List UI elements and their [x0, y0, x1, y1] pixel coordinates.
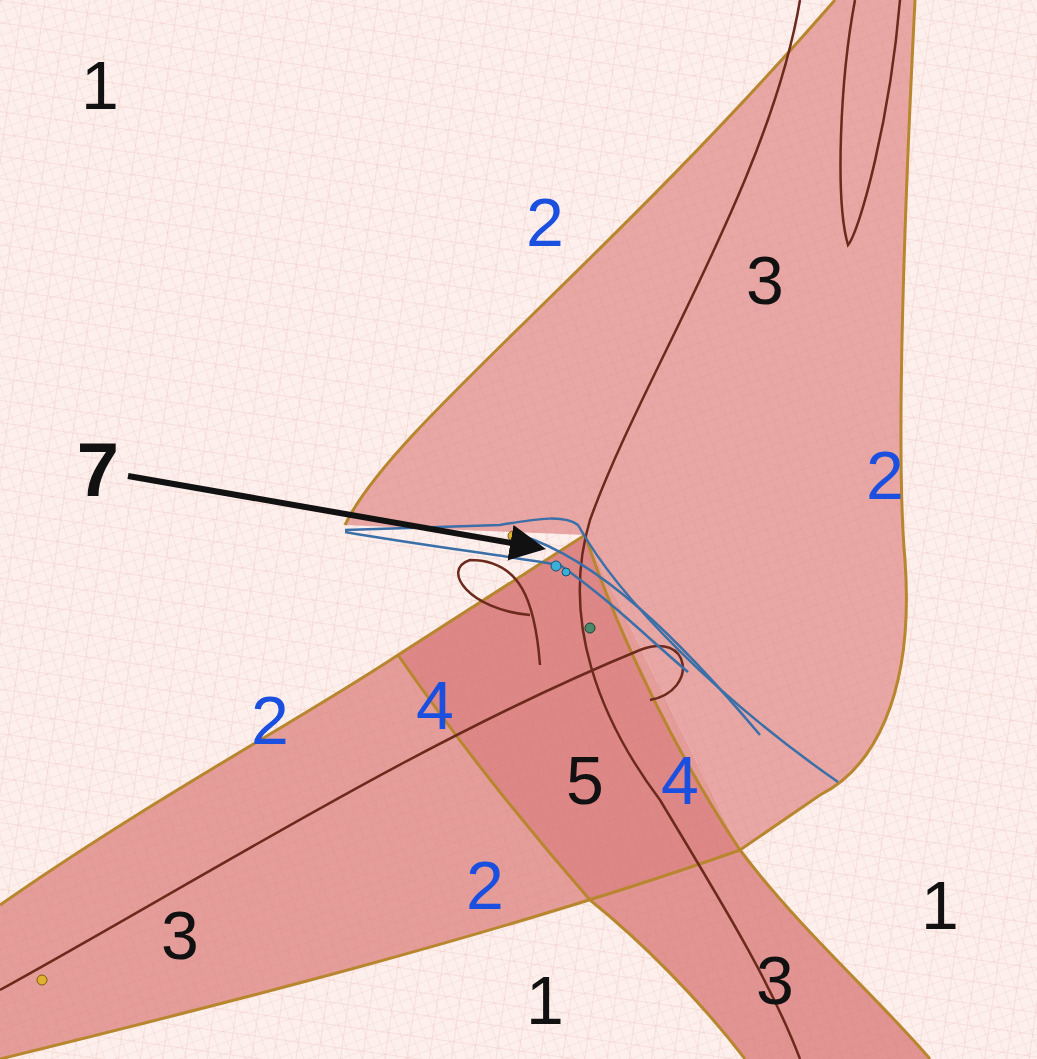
- region-number: 1: [921, 871, 959, 939]
- region-number: 3: [746, 246, 784, 314]
- region-number: 3: [161, 901, 199, 969]
- region-number: 2: [866, 441, 904, 509]
- region-number: 2: [466, 851, 504, 919]
- region-number: 3: [756, 946, 794, 1014]
- region-number: 1: [526, 966, 564, 1034]
- region-number: 2: [526, 188, 564, 256]
- region-number: 5: [566, 746, 604, 814]
- region-number: 4: [416, 671, 454, 739]
- region-number: 1: [81, 51, 119, 119]
- region-number: 2: [251, 686, 289, 754]
- region-number: 4: [661, 746, 699, 814]
- callout-number: 7: [77, 432, 119, 508]
